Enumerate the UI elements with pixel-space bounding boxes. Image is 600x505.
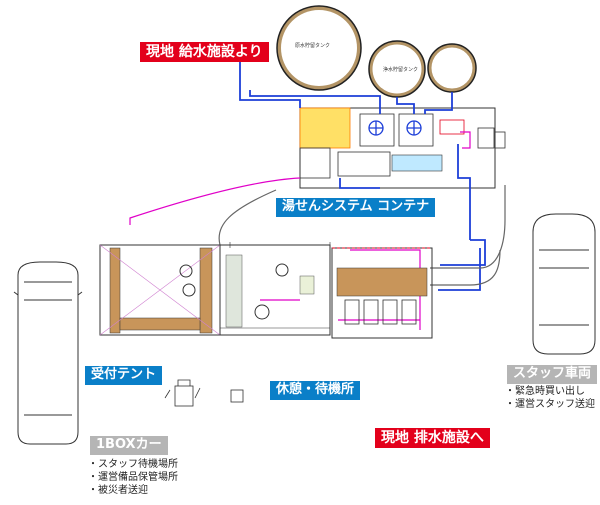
tank-medium bbox=[368, 40, 426, 98]
box-car-role: ・運営備品保管場所 bbox=[88, 472, 178, 483]
panel bbox=[477, 127, 495, 149]
panel-outside bbox=[494, 131, 506, 149]
boiler bbox=[439, 119, 465, 135]
dimension-line bbox=[229, 242, 331, 248]
drain-callout: 現地 排水施設へ bbox=[375, 428, 490, 449]
water-supply-callout: 現地 給水施設より bbox=[140, 42, 269, 63]
pump-unit bbox=[391, 154, 443, 172]
rest-area bbox=[219, 244, 331, 336]
box-car-drawing bbox=[13, 261, 83, 445]
outdoor-seats bbox=[164, 379, 244, 407]
tank-small bbox=[427, 43, 477, 93]
box-car-role: ・被災者送迎 bbox=[88, 485, 148, 496]
box-car-callout: 1BOXカー bbox=[90, 436, 168, 455]
tank-large bbox=[276, 5, 362, 91]
drain-pipes bbox=[218, 185, 506, 286]
staff-vehicle-role: ・緊急時買い出し bbox=[505, 386, 585, 397]
box-car-roles: ・スタッフ待機場所 ・運営備品保管場所 ・被災者送迎 bbox=[88, 458, 178, 497]
water-pipes bbox=[239, 58, 486, 291]
box-car-role: ・スタッフ待機場所 bbox=[88, 459, 178, 470]
unit-b bbox=[398, 113, 434, 147]
equipment-symbols bbox=[368, 120, 422, 136]
hot-water-tank bbox=[299, 107, 351, 149]
unit-a bbox=[359, 113, 395, 147]
staff-vehicle-callout: スタッフ車両 bbox=[507, 365, 598, 384]
staff-vehicle-drawing bbox=[532, 213, 596, 355]
small-tank bbox=[299, 147, 331, 179]
shower-room bbox=[331, 247, 433, 339]
reception-tent bbox=[99, 244, 221, 336]
container-callout: 湯せんシステム コンテナ bbox=[276, 198, 436, 217]
filter-unit bbox=[337, 151, 391, 177]
staff-vehicle-role: ・運営スタッフ送迎 bbox=[505, 399, 595, 410]
staff-vehicle-roles: ・緊急時買い出し ・運営スタッフ送迎 bbox=[505, 385, 595, 411]
tank-label-large: 原水貯留タンク bbox=[295, 43, 331, 49]
rest-area-callout: 休憩・待機所 bbox=[270, 381, 361, 400]
hot-water-pipes bbox=[129, 131, 471, 330]
tank-label-medium: 浄水貯留タンク bbox=[383, 67, 419, 73]
reception-tent-callout: 受付テント bbox=[85, 366, 163, 385]
